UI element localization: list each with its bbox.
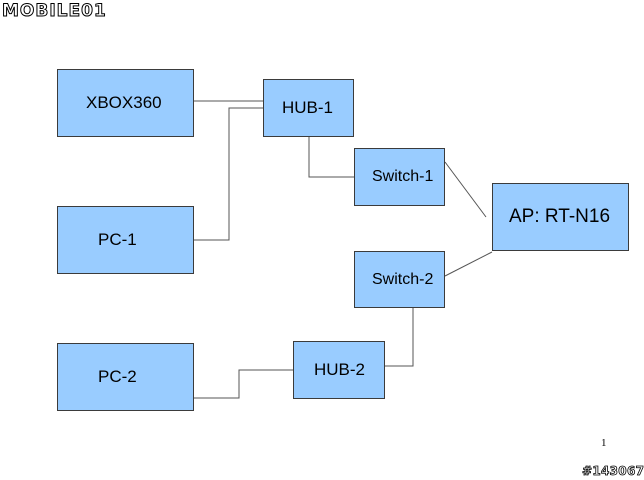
node-label: AP: RT-N16 xyxy=(509,206,611,227)
node-pc-1: PC-1 xyxy=(57,206,194,274)
node-switch-2: Switch-2 xyxy=(354,251,445,308)
node-ap-rt-n16: AP: RT-N16 xyxy=(492,183,629,251)
edge-pc-1-hub-1 xyxy=(194,107,263,241)
edge-switch-1-ap xyxy=(444,161,487,218)
watermark-id: #143067 xyxy=(582,464,644,479)
node-label: Switch-2 xyxy=(372,270,434,288)
logo-text: MOBILE01 xyxy=(2,1,107,22)
node-label: HUB-1 xyxy=(282,98,334,117)
edge-switch-2-ap xyxy=(444,251,493,277)
mobile01-logo: MOBILE01 xyxy=(2,1,107,22)
edge-hub-1-switch-1 xyxy=(308,137,354,178)
edge-switch-2-hub-2 xyxy=(385,308,414,367)
node-hub-2: HUB-2 xyxy=(293,341,385,399)
node-hub-1: HUB-1 xyxy=(263,79,354,137)
node-pc-2: PC-2 xyxy=(57,343,194,411)
node-label: HUB-2 xyxy=(314,360,366,379)
node-label: PC-2 xyxy=(98,367,137,386)
node-label: PC-1 xyxy=(98,230,137,249)
edge-pc-2-hub-2 xyxy=(194,369,293,399)
page-number: 1 xyxy=(601,437,607,449)
node-xbox360: XBOX360 xyxy=(57,69,194,137)
node-label: Switch-1 xyxy=(372,168,434,185)
node-label: XBOX360 xyxy=(86,93,162,112)
node-switch-1: Switch-1 xyxy=(354,148,445,206)
